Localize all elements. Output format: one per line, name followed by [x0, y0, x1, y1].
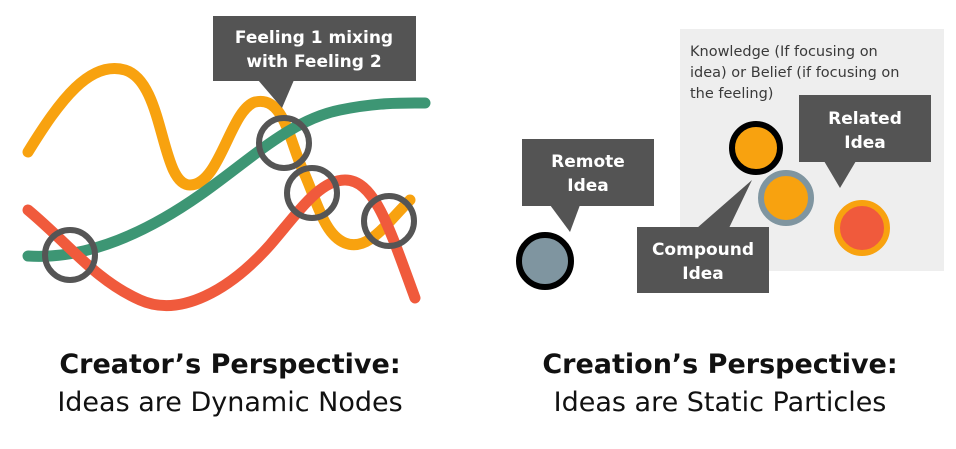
creator-caption-title: Creator’s Perspective: — [59, 349, 401, 380]
callout-box — [799, 95, 931, 162]
knowledge-note: Knowledge (If focusing on idea) or Belie… — [690, 44, 900, 102]
remote-callout-line-1: Remote — [551, 152, 625, 172]
compound-callout-line-1: Compound — [652, 240, 754, 260]
compound-callout-line-2: Idea — [682, 264, 724, 284]
note-line-2: idea) or Belief (if focusing on — [690, 65, 900, 81]
related-callout-line-2: Idea — [844, 133, 886, 153]
red-feeling-line — [22, 174, 421, 311]
related-callout-line-1: Related — [828, 109, 902, 129]
creator-caption-subtitle: Ideas are Dynamic Nodes — [57, 387, 403, 418]
mixing-ring — [361, 193, 417, 249]
mixing-ring — [256, 115, 312, 171]
related-idea-callout: Related Idea — [799, 95, 931, 188]
related-idea-particle — [834, 200, 890, 256]
callout-line-2: with Feeling 2 — [246, 52, 381, 72]
callout-box — [522, 139, 654, 206]
callout-box — [637, 227, 769, 293]
remote-idea-callout: Remote Idea — [522, 139, 654, 232]
callout-pointer — [258, 80, 294, 108]
callout-box — [213, 16, 416, 81]
belief-idea-particle — [729, 121, 783, 175]
creation-caption-subtitle: Ideas are Static Particles — [553, 387, 887, 418]
remote-idea-particle — [516, 232, 574, 290]
callout-pointer — [550, 205, 580, 232]
mixing-rings — [42, 115, 417, 283]
note-line-3: the feeling) — [690, 86, 773, 102]
feeling-lines — [22, 63, 431, 311]
remote-callout-line-2: Idea — [567, 176, 609, 196]
creation-caption-title: Creation’s Perspective: — [542, 349, 898, 380]
knowledge-idea-particle — [758, 170, 814, 226]
mixing-ring — [42, 227, 98, 283]
orange-feeling-line — [22, 63, 416, 251]
callout-line-1: Feeling 1 mixing — [235, 28, 393, 48]
green-feeling-line — [22, 97, 431, 262]
compound-idea-callout: Compound Idea — [637, 180, 769, 293]
creator-perspective-caption: Creator’s Perspective: Ideas are Dynamic… — [20, 346, 440, 422]
mixing-ring — [284, 165, 340, 221]
feeling-mixing-callout: Feeling 1 mixing with Feeling 2 — [213, 16, 416, 108]
note-line-1: Knowledge (If focusing on — [690, 44, 878, 60]
callout-pointer — [824, 161, 856, 188]
creation-perspective-caption: Creation’s Perspective: Ideas are Static… — [495, 346, 945, 422]
callout-pointer — [697, 180, 752, 228]
